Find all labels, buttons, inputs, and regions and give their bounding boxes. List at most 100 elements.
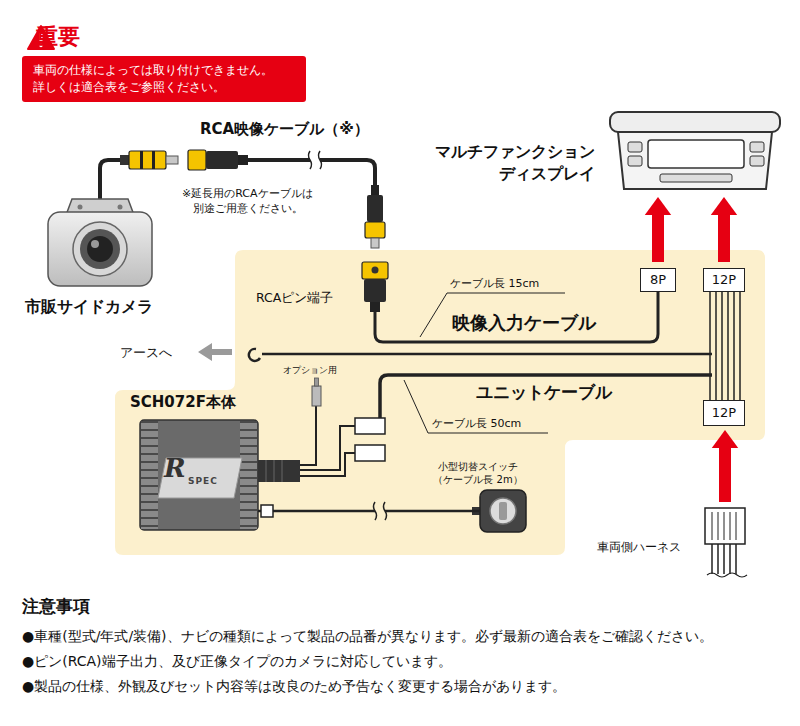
display-unit: マルチファンクション ディスプレイ <box>605 110 780 192</box>
note-item: ●ピン(RCA)端子出力、及び正像タイプのカメラに対応しています。 <box>22 653 452 670</box>
switch-cable <box>258 510 480 513</box>
vehicle-harness: 車両側ハーネス <box>705 508 745 544</box>
rca-cable <box>120 150 385 248</box>
connector-box: 12P <box>703 400 745 426</box>
switch-device <box>480 490 526 532</box>
control-unit <box>140 420 258 530</box>
unit-cable <box>355 418 385 434</box>
part-name: 車両側ハーネス <box>597 540 681 554</box>
option-connector <box>315 378 319 386</box>
rca-pin-terminal <box>362 262 388 279</box>
rca-pin-terminal <box>364 279 386 302</box>
beige-area <box>115 250 765 555</box>
connector-box: 8P <box>640 268 676 292</box>
cable-break <box>374 502 387 520</box>
cable-break <box>374 502 387 520</box>
switch-connector <box>261 505 273 517</box>
display-unit <box>610 112 780 132</box>
vehicle-harness <box>707 573 747 577</box>
part-name: SCH072F本体 <box>130 393 236 411</box>
rca-cable <box>166 156 178 164</box>
earth-wire <box>249 349 260 361</box>
red-arrow <box>719 448 731 502</box>
part-name: RCAピン端子 <box>256 290 333 305</box>
cable-name: 映像入力ケーブル <box>452 312 596 334</box>
unit-cable <box>300 426 355 476</box>
display-unit <box>750 156 764 166</box>
vehicle-harness <box>705 508 747 577</box>
cable-name: RCA映像ケーブル（※） <box>200 120 369 138</box>
earth-wire <box>198 343 712 361</box>
side-camera <box>91 240 99 248</box>
display-unit <box>610 112 780 189</box>
vehicle-harness <box>712 512 736 540</box>
display-unit <box>628 142 642 152</box>
control-unit <box>140 420 300 530</box>
red-arrow <box>652 215 664 262</box>
unit-cable <box>300 375 712 476</box>
wire-bundle <box>710 292 740 400</box>
video-input-cable <box>375 292 658 342</box>
display-unit <box>628 156 642 166</box>
camera-unit: 市販サイドカメラ <box>48 200 152 288</box>
video-input-cable <box>375 292 658 342</box>
rca-cable <box>367 195 383 222</box>
red-arrow <box>718 215 730 262</box>
logo-mark: R <box>164 454 186 483</box>
side-camera <box>118 205 123 210</box>
rca-pin-terminal <box>362 262 388 312</box>
side-camera <box>87 236 113 262</box>
rca-cable <box>238 155 248 165</box>
control-unit <box>258 460 300 482</box>
switch-device <box>499 502 507 520</box>
control-unit <box>266 460 282 482</box>
rca-cable <box>140 151 143 169</box>
cable-length: ケーブル長 15cm <box>450 277 539 290</box>
rca-cable <box>129 151 166 169</box>
note-item: ●製品の仕様、外観及びセット内容等は改良のため予告なく変更する場合があります。 <box>22 678 566 695</box>
switch-device: 小型切替スイッチ （ケーブル長 2m） <box>480 490 526 532</box>
control-unit <box>240 421 257 529</box>
switch-connector <box>261 505 273 517</box>
warning-box: 重要車両の仕様によっては取り付けできません。 詳しくは適合表をご参照ください。 <box>22 56 306 102</box>
rca-cable <box>188 150 206 170</box>
direction-label: アースへ <box>120 345 172 361</box>
connector-box: 12P <box>703 268 745 292</box>
pin-count: 12P <box>712 272 736 288</box>
wire-bundle <box>710 292 740 400</box>
option-connector <box>300 406 316 465</box>
option-connector <box>312 386 321 406</box>
rca-cable <box>152 151 155 169</box>
display-unit <box>648 140 744 168</box>
earth-wire <box>262 353 712 356</box>
cable-name: ユニットケーブル <box>476 382 612 402</box>
warning-heading: 重要 <box>36 24 80 50</box>
beige-area <box>115 250 765 555</box>
rca-pin-terminal <box>370 302 380 312</box>
control-unit: SCH072F本体RSPEC <box>140 420 258 530</box>
note-text: ※延長用のRCAケーブルは 別途ご用意ください。 <box>182 186 333 217</box>
rca-pin-terminal <box>372 267 379 274</box>
side-camera <box>78 205 83 210</box>
vehicle-harness <box>712 544 736 574</box>
part-name: オプション用 <box>283 365 337 376</box>
part-name: 市販サイドカメラ <box>25 297 153 316</box>
part-name: マルチファンクション ディスプレイ <box>425 141 595 186</box>
display-unit <box>618 132 772 189</box>
side-camera <box>73 222 127 276</box>
switch-device <box>472 490 526 532</box>
cable-length: ケーブル長 50cm <box>432 417 521 430</box>
rca-cable <box>365 222 385 238</box>
pin-count: 12P <box>712 405 736 421</box>
rca-cable <box>371 238 379 248</box>
display-unit <box>750 142 764 152</box>
unit-cable <box>355 445 385 461</box>
display-unit <box>660 174 732 182</box>
notes-heading: 注意事項 <box>22 596 90 616</box>
side-camera <box>48 212 152 286</box>
rca-cable <box>120 155 129 165</box>
